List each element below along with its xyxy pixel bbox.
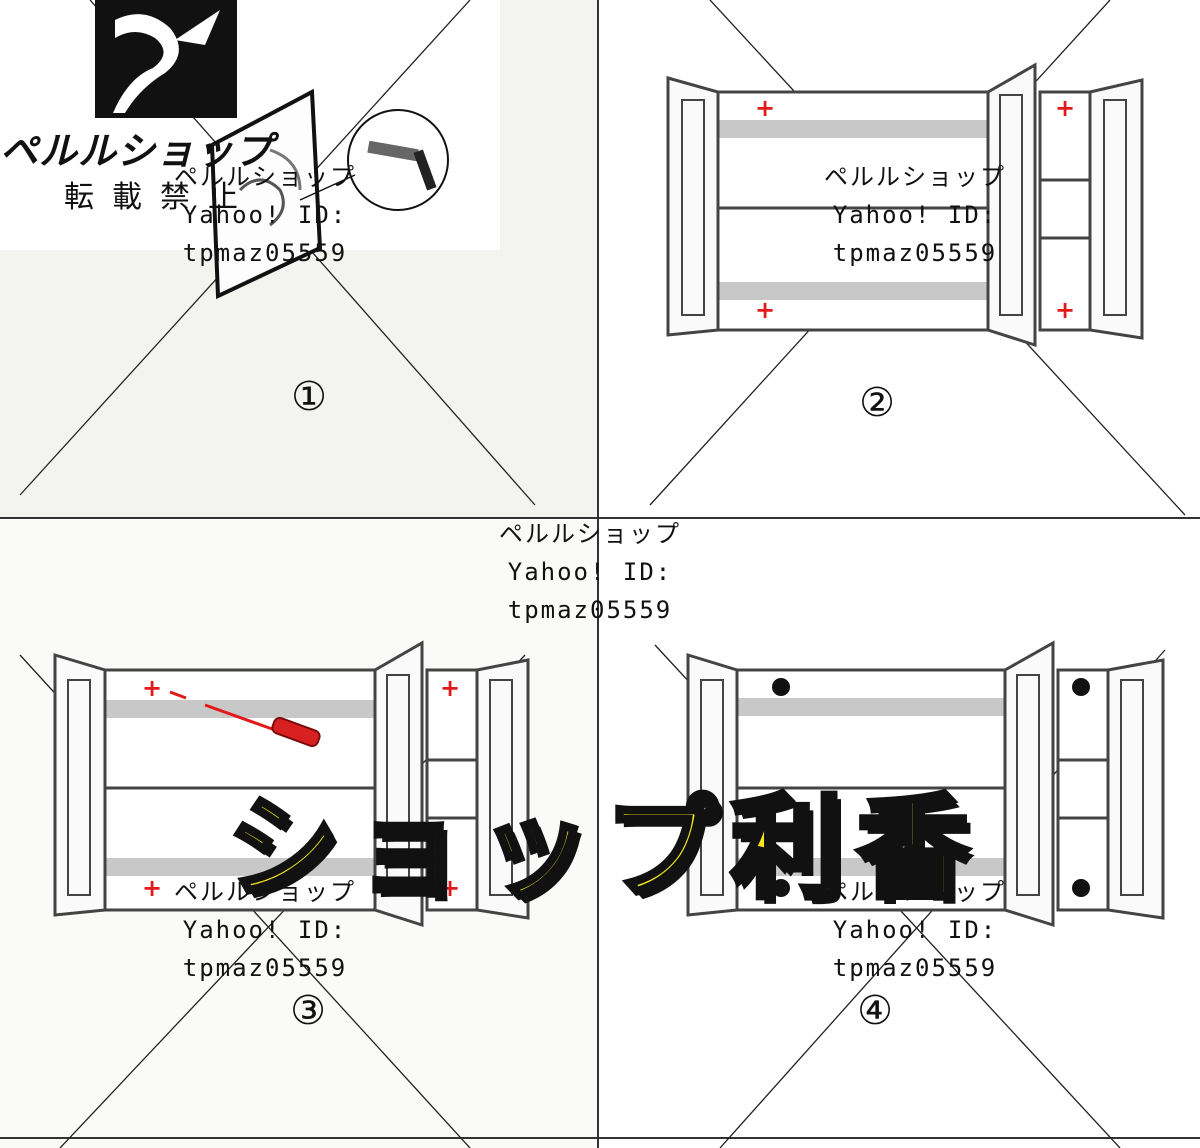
shop-logo-subtitle: 転載禁止 (64, 180, 256, 215)
panel-2-illustration: + + + + (666, 62, 1144, 348)
watermark-shop: ペルルショップ (174, 163, 356, 191)
svg-text:+: + (142, 674, 162, 702)
svg-text:+: + (755, 296, 775, 324)
step-3-label: ③ (290, 988, 326, 1034)
watermark-yahoo: Yahoo! ID: (182, 916, 348, 944)
shop-logo-name: ペルルショップ (0, 129, 274, 173)
panel-4-illustration (686, 640, 1165, 928)
watermark-5: ペルルショップ Yahoo! ID: tpmaz05559 (800, 873, 1030, 987)
watermark-4: ペルルショップ Yahoo! ID: tpmaz05559 (155, 873, 375, 987)
watermark-shop: ペルルショップ (499, 520, 681, 548)
step-1-label: ① (291, 374, 327, 420)
brand-banner: ショップ利香 (225, 782, 983, 917)
svg-text:+: + (755, 94, 775, 122)
step-2-label: ② (859, 380, 895, 426)
svg-text:+: + (1055, 296, 1075, 324)
screwdriver-handle (271, 716, 321, 748)
watermark-id: tpmaz05559 (832, 954, 998, 982)
watermark-1: ペルルショップ Yahoo! ID: tpmaz05559 (160, 158, 370, 272)
watermark-3: ペルルショップ Yahoo! ID: tpmaz05559 (470, 515, 710, 629)
watermark-yahoo: Yahoo! ID: (832, 201, 998, 229)
watermark-yahoo: Yahoo! ID: (832, 916, 998, 944)
detail-zoom-circle (347, 109, 449, 211)
panel-3-illustration: + + + + (53, 640, 530, 928)
svg-text:+: + (440, 874, 460, 902)
watermark-id: tpmaz05559 (182, 954, 348, 982)
watermark-2: ペルルショップ Yahoo! ID: tpmaz05559 (800, 158, 1030, 272)
step-4-label: ④ (857, 988, 893, 1034)
screwdriver-shaft (204, 703, 276, 732)
watermark-id: tpmaz05559 (182, 239, 348, 267)
svg-text:+: + (440, 674, 460, 702)
svg-text:+: + (1055, 94, 1075, 122)
watermark-yahoo: Yahoo! ID: (507, 558, 673, 586)
svg-text:+: + (142, 874, 162, 902)
watermark-id: tpmaz05559 (832, 239, 998, 267)
watermark-yahoo: Yahoo! ID: (182, 201, 348, 229)
watermark-id: tpmaz05559 (507, 596, 673, 624)
shop-logo-icon (95, 0, 237, 118)
watermark-shop: ペルルショップ (824, 878, 1006, 906)
watermark-shop: ペルルショップ (174, 878, 356, 906)
watermark-shop: ペルルショップ (824, 163, 1006, 191)
panel-1-illustration (209, 88, 449, 300)
